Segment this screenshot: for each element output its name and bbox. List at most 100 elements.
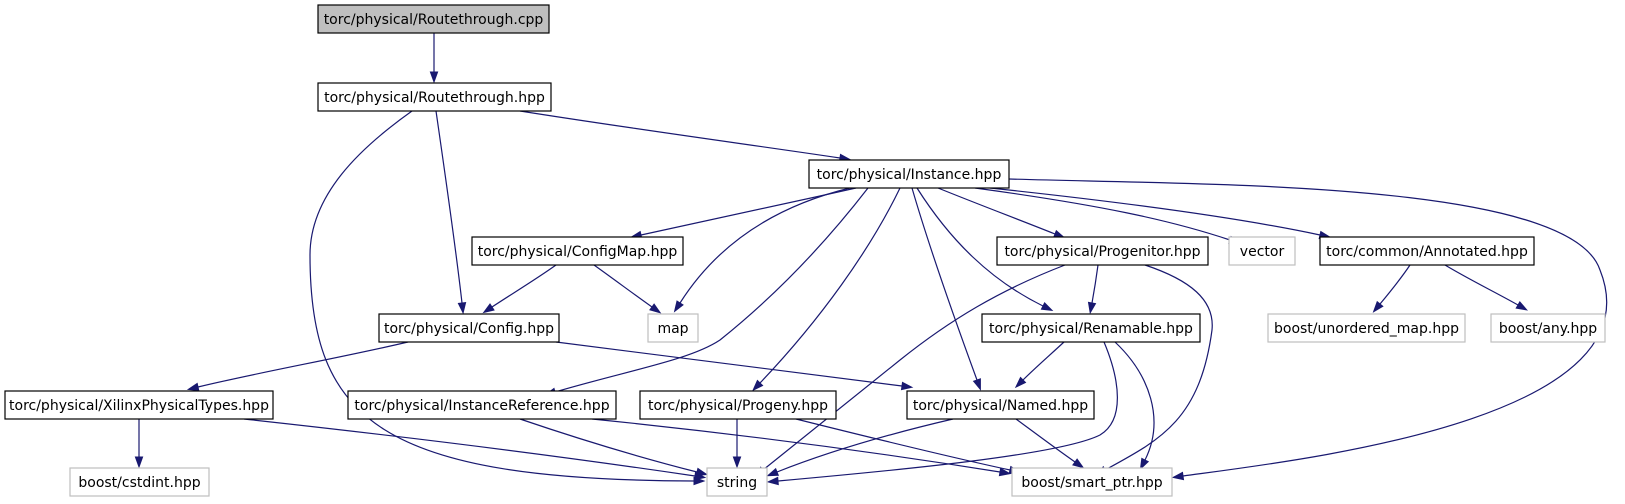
node-label: torc/physical/Progeny.hpp <box>648 398 828 414</box>
node-box <box>1011 467 1173 497</box>
node-label: torc/physical/Config.hpp <box>384 321 554 337</box>
edge-line <box>911 187 978 381</box>
node-label: torc/physical/Named.hpp <box>913 398 1088 414</box>
edge-instance_hpp-to-annotated_hpp <box>989 187 1332 240</box>
edge-progenitor_hpp-to-renamable_hpp <box>1087 264 1099 315</box>
edge-line <box>1379 264 1411 305</box>
edge-instance_hpp-to-progenitor_hpp <box>937 187 1066 239</box>
node-label: boost/cstdint.hpp <box>78 475 200 491</box>
node-instance-hpp[interactable]: torc/physical/Instance.hpp <box>808 159 1010 189</box>
edge-line <box>519 418 698 473</box>
node-configmap-hpp[interactable]: torc/physical/ConfigMap.hpp <box>471 236 684 266</box>
node-label: torc/physical/Routethrough.hpp <box>324 90 545 106</box>
edge-instance_hpp-to-smart_ptr <box>1008 178 1608 481</box>
edge-line <box>989 187 1321 236</box>
node-box <box>317 4 550 34</box>
edge-instance_hpp-to-map <box>673 187 851 313</box>
node-label: torc/physical/Progenitor.hpp <box>1004 244 1200 260</box>
edge-arrowhead <box>695 467 709 477</box>
edge-arrowhead <box>998 467 1012 477</box>
node-box <box>471 236 684 266</box>
edge-config_hpp-to-named_hpp <box>555 341 914 391</box>
node-renamable-hpp[interactable]: torc/physical/Renamable.hpp <box>981 313 1201 343</box>
node-label: torc/physical/XilinxPhysicalTypes.hpp <box>9 398 269 414</box>
edge-instance_hpp-to-instref_hpp <box>543 187 869 397</box>
edge-arrowhead <box>1372 300 1384 313</box>
edge-line <box>1008 178 1608 477</box>
edge-xilinx_hpp-to-string <box>243 418 707 481</box>
edge-instref_hpp-to-string <box>519 418 709 477</box>
edge-line <box>777 341 1118 482</box>
edge-line <box>591 418 1001 473</box>
node-label: torc/physical/Instance.hpp <box>817 167 1002 183</box>
edge-named_hpp-to-string <box>766 418 954 477</box>
edge-renamable_hpp-to-named_hpp <box>1014 341 1065 389</box>
node-box <box>378 313 560 343</box>
node-box <box>4 390 274 420</box>
node-box <box>996 236 1209 266</box>
edge-routethrough_hpp-to-config_hpp <box>435 110 467 315</box>
edge-line <box>1444 264 1519 306</box>
node-routethrough-cpp[interactable]: torc/physical/Routethrough.cpp <box>317 4 550 34</box>
edge-configmap_hpp-to-map <box>593 264 662 314</box>
edge-line <box>937 187 1056 235</box>
node-unordered-map: boost/unordered_map.hpp <box>1267 313 1466 343</box>
node-annotated-hpp[interactable]: torc/common/Annotated.hpp <box>1319 236 1535 266</box>
edge-line <box>243 418 696 477</box>
node-smart-ptr: boost/smart_ptr.hpp <box>1011 467 1173 497</box>
edge-routethrough_hpp-to-instance_hpp <box>519 110 852 163</box>
node-box <box>1228 236 1296 266</box>
edge-line <box>1022 341 1065 381</box>
edge-line <box>1091 264 1099 304</box>
edge-arrowhead <box>1014 376 1027 389</box>
node-box <box>906 390 1095 420</box>
node-routethrough-hpp[interactable]: torc/physical/Routethrough.hpp <box>317 82 552 112</box>
node-config-hpp[interactable]: torc/physical/Config.hpp <box>378 313 560 343</box>
edge-arrowhead <box>752 379 764 392</box>
node-label: torc/common/Annotated.hpp <box>1326 244 1528 260</box>
edge-line <box>776 418 954 473</box>
node-box <box>639 390 837 420</box>
edge-arrowhead <box>1040 301 1054 312</box>
edge-line <box>519 110 841 159</box>
edge-arrowhead <box>649 303 662 314</box>
edge-arrowhead <box>1139 457 1150 471</box>
node-label: string <box>717 475 757 491</box>
node-xilinx-hpp[interactable]: torc/physical/XilinxPhysicalTypes.hpp <box>4 390 274 420</box>
edge-annotated_hpp-to-any_hpp <box>1444 264 1528 311</box>
node-instref-hpp[interactable]: torc/physical/InstanceReference.hpp <box>347 390 617 420</box>
node-string: string <box>706 467 768 497</box>
node-label: boost/smart_ptr.hpp <box>1021 475 1162 491</box>
edge-arrowhead <box>429 71 439 84</box>
node-label: torc/physical/InstanceReference.hpp <box>354 398 609 414</box>
edge-arrowhead <box>186 382 200 392</box>
edge-instance_hpp-to-vector <box>974 187 1241 244</box>
edge-arrowhead <box>1171 471 1185 481</box>
node-label: torc/physical/Routethrough.cpp <box>324 12 544 28</box>
node-box <box>69 467 210 497</box>
node-named-hpp[interactable]: torc/physical/Named.hpp <box>906 390 1095 420</box>
edge-line <box>759 187 901 384</box>
node-box <box>981 313 1201 343</box>
node-map: map <box>647 313 699 343</box>
node-box <box>347 390 617 420</box>
edge-line <box>795 418 1011 471</box>
node-label: torc/physical/Renamable.hpp <box>989 321 1193 337</box>
node-cstdint: boost/cstdint.hpp <box>69 467 210 497</box>
node-box <box>1319 236 1535 266</box>
edge-arrowhead <box>1087 301 1097 315</box>
edge-line <box>554 187 869 393</box>
node-progeny-hpp[interactable]: torc/physical/Progeny.hpp <box>639 390 837 420</box>
edge-line <box>309 110 695 482</box>
edge-routethrough_cpp-to-routethrough_hpp <box>429 33 439 84</box>
edge-arrowhead <box>1072 458 1085 469</box>
node-progenitor-hpp[interactable]: torc/physical/Progenitor.hpp <box>996 236 1209 266</box>
edge-xilinx_hpp-to-cstdint <box>134 419 144 469</box>
node-label: boost/unordered_map.hpp <box>1274 321 1459 337</box>
edge-line <box>1015 418 1076 463</box>
node-label: vector <box>1240 244 1285 260</box>
node-box <box>808 159 1010 189</box>
edge-configmap_hpp-to-config_hpp <box>482 264 557 314</box>
edge-line <box>197 341 409 388</box>
